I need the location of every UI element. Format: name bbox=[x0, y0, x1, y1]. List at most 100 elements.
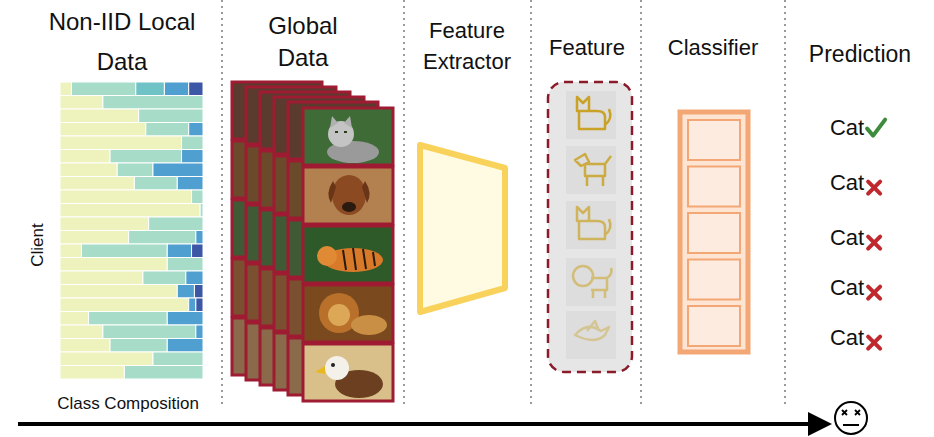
bar-segment bbox=[167, 339, 203, 353]
animal-feature-icon bbox=[573, 266, 612, 298]
bar-segment bbox=[117, 163, 153, 177]
prediction-label: Cat bbox=[830, 115, 864, 141]
bar-segment bbox=[167, 244, 191, 258]
bar-segment bbox=[129, 231, 196, 245]
column-separator bbox=[221, 0, 223, 405]
bar-segment bbox=[167, 258, 203, 272]
bar-segment bbox=[60, 82, 71, 96]
bar-segment bbox=[146, 123, 189, 137]
bar-segment bbox=[110, 339, 167, 353]
bar-segment bbox=[103, 96, 203, 110]
column-separator bbox=[640, 0, 642, 405]
feature-group bbox=[548, 82, 632, 372]
wrong-cross-mark bbox=[868, 287, 880, 299]
column-separator bbox=[530, 0, 532, 405]
bar-segment bbox=[124, 366, 203, 380]
tiger-head bbox=[317, 246, 337, 266]
prediction-label: Cat bbox=[830, 225, 864, 251]
eagle-beak bbox=[315, 366, 325, 374]
axis-label: Client bbox=[28, 223, 48, 266]
feature-extractor-trapezoid bbox=[420, 145, 505, 312]
animal-image bbox=[303, 167, 393, 224]
animal-feature-icon bbox=[575, 321, 609, 340]
column-heading: Feature bbox=[549, 35, 625, 61]
bar-segment bbox=[60, 285, 177, 299]
animal-image bbox=[303, 226, 393, 283]
bar-segment bbox=[71, 82, 135, 96]
bar-segment bbox=[60, 312, 89, 326]
bar-segment bbox=[134, 177, 177, 191]
wrong-cross-mark bbox=[868, 337, 880, 349]
bar-segment bbox=[192, 244, 203, 258]
bar-segment bbox=[164, 82, 188, 96]
timeline-arrowhead bbox=[808, 412, 832, 436]
bar-segment bbox=[196, 325, 203, 339]
bar-segment bbox=[153, 352, 203, 366]
animal-image bbox=[303, 344, 393, 401]
image-background bbox=[303, 167, 393, 224]
column-heading: Non-IID Local Data bbox=[47, 2, 197, 82]
classifier-cell bbox=[688, 260, 740, 300]
bar-segment bbox=[186, 271, 203, 285]
wrong-cross-mark bbox=[868, 182, 880, 194]
dog-head bbox=[332, 175, 366, 215]
feature-tile bbox=[566, 201, 616, 249]
feature-tile bbox=[566, 146, 616, 194]
bar-segment bbox=[60, 190, 192, 204]
bar-segment bbox=[177, 285, 194, 299]
bar-segment bbox=[196, 298, 203, 312]
correct-check-mark bbox=[867, 120, 885, 136]
bar-segment bbox=[60, 271, 143, 285]
bar-segment bbox=[60, 325, 103, 339]
column-heading: Global Data bbox=[253, 10, 353, 74]
image-background bbox=[303, 108, 393, 165]
classifier-cell bbox=[688, 213, 740, 253]
bar-segment bbox=[60, 298, 189, 312]
animal-image bbox=[303, 108, 393, 165]
bar-segment bbox=[149, 217, 203, 231]
wrong-cross-mark bbox=[868, 237, 880, 249]
bar-segment bbox=[89, 312, 168, 326]
bar-segment bbox=[60, 217, 149, 231]
prediction-label: Cat bbox=[830, 275, 864, 301]
bar-segment bbox=[60, 366, 124, 380]
global-data-stack bbox=[232, 82, 393, 401]
classifier-cell bbox=[688, 120, 740, 160]
bar-segment bbox=[60, 177, 134, 191]
bar-segment bbox=[60, 258, 167, 272]
bar-segment bbox=[189, 298, 196, 312]
axis-label: Class Composition bbox=[57, 394, 199, 414]
dizzy-face bbox=[835, 402, 867, 434]
eagle-eye bbox=[331, 363, 335, 367]
bar-segment bbox=[200, 204, 203, 218]
bar-segment bbox=[60, 163, 117, 177]
bar-segment bbox=[60, 136, 182, 150]
bar-segment bbox=[60, 339, 110, 353]
column-separator bbox=[403, 0, 405, 405]
cat-ears bbox=[330, 116, 352, 128]
bar-segment bbox=[136, 82, 165, 96]
bar-segment bbox=[60, 123, 146, 137]
bar-segment bbox=[60, 109, 139, 123]
classifier-cell bbox=[688, 306, 740, 346]
column-heading: Prediction bbox=[809, 40, 911, 68]
bar-segment bbox=[60, 204, 200, 218]
bar-segment bbox=[110, 150, 182, 164]
bar-segment bbox=[167, 312, 203, 326]
bar-segment bbox=[60, 352, 153, 366]
bar-segment bbox=[103, 325, 196, 339]
bar-segment bbox=[196, 231, 203, 245]
bar-segment bbox=[177, 177, 203, 191]
lion-face bbox=[328, 304, 350, 326]
bar-segment bbox=[60, 244, 81, 258]
image-background bbox=[303, 285, 393, 342]
bar-segment bbox=[60, 231, 129, 245]
bar-segment bbox=[60, 150, 110, 164]
dog-ears bbox=[328, 181, 369, 203]
prediction-label: Cat bbox=[830, 170, 864, 196]
bar-segment bbox=[60, 96, 103, 110]
column-heading: Feature Extractor bbox=[407, 15, 527, 77]
bar-segment bbox=[189, 82, 203, 96]
tiger-stripes bbox=[343, 248, 375, 270]
